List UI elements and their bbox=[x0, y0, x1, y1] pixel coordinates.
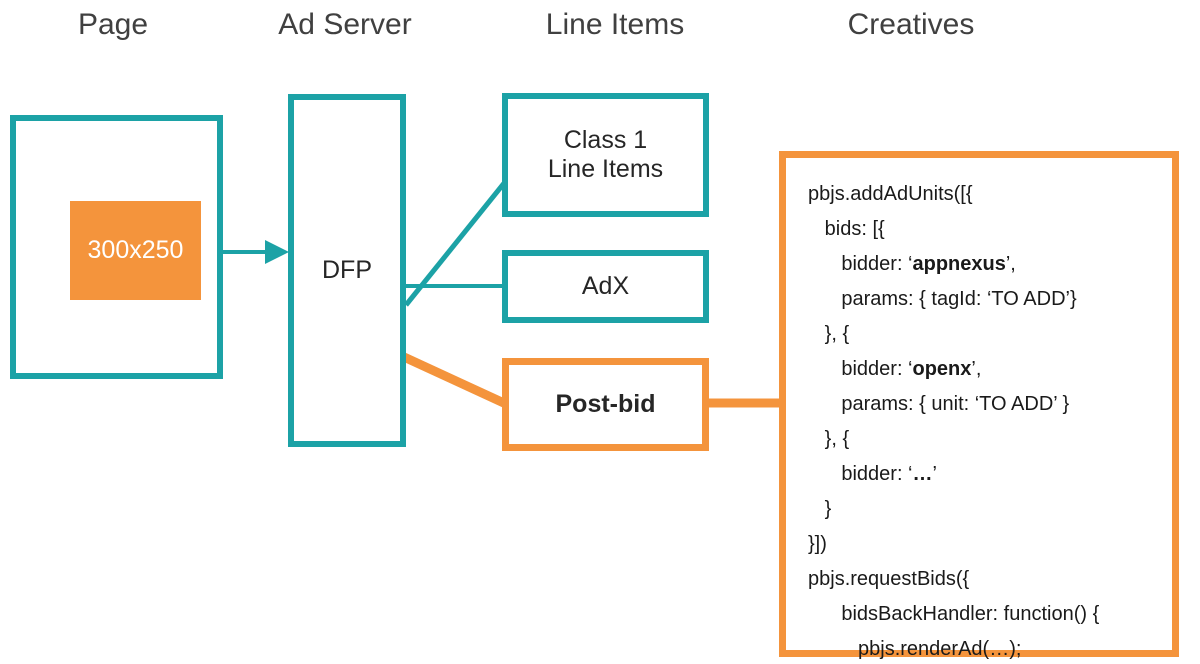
code-line: bidder: ‘appnexus’, bbox=[841, 253, 1016, 275]
code-line: bidsBackHandler: function() { bbox=[841, 603, 1100, 625]
connector-dfp-to-postbid bbox=[402, 352, 508, 409]
creative-code-text: pbjs.addAdUnits([{ bids: [{ bidder: ‘app… bbox=[808, 177, 1099, 664]
line-item-post-bid-label: Post-bid bbox=[555, 389, 656, 418]
line-item-class1-box[interactable]: Class 1 Line Items bbox=[502, 93, 709, 217]
code-line: bids: [{ bbox=[824, 218, 885, 240]
line-item-adx-box[interactable]: AdX bbox=[502, 250, 709, 323]
code-line: pbjs.renderAd(…); bbox=[858, 638, 1022, 660]
column-heading-ad-server: Ad Server bbox=[245, 10, 445, 40]
column-heading-creatives-label: Creatives bbox=[847, 8, 975, 41]
code-line: }]) bbox=[808, 533, 827, 555]
code-line: bidder: ‘…’ bbox=[841, 463, 937, 485]
code-line: }, { bbox=[824, 323, 850, 345]
code-line: } bbox=[824, 498, 832, 520]
code-line: bidder: ‘openx’, bbox=[841, 358, 982, 380]
column-heading-ad-server-label: Ad Server bbox=[278, 8, 412, 41]
ad-server-dfp-box[interactable]: DFP bbox=[288, 94, 406, 447]
line-item-class1-label: Class 1 Line Items bbox=[547, 125, 664, 184]
ad-server-dfp-label: DFP bbox=[322, 255, 372, 284]
column-heading-line-items: Line Items bbox=[515, 10, 715, 40]
column-heading-page: Page bbox=[13, 10, 213, 40]
creative-code-panel: pbjs.addAdUnits([{ bids: [{ bidder: ‘app… bbox=[779, 151, 1179, 660]
connector-dfp-to-class1 bbox=[404, 180, 507, 307]
column-heading-creatives: Creatives bbox=[811, 10, 1011, 40]
code-line: pbjs.addAdUnits([{ bbox=[808, 183, 973, 205]
line-item-adx-label: AdX bbox=[581, 271, 630, 300]
code-line: pbjs.requestBids({ bbox=[808, 568, 970, 590]
code-line: params: { tagId: ‘TO ADD’} bbox=[841, 288, 1077, 310]
ad-slot-300x250[interactable]: 300x250 bbox=[70, 201, 201, 300]
ad-slot-label: 300x250 bbox=[87, 236, 184, 264]
code-line: params: { unit: ‘TO ADD’ } bbox=[841, 393, 1070, 415]
column-heading-page-label: Page bbox=[77, 8, 149, 41]
line-item-post-bid-box[interactable]: Post-bid bbox=[502, 358, 709, 451]
column-heading-line-items-label: Line Items bbox=[545, 8, 685, 41]
code-line: }, { bbox=[824, 428, 850, 450]
